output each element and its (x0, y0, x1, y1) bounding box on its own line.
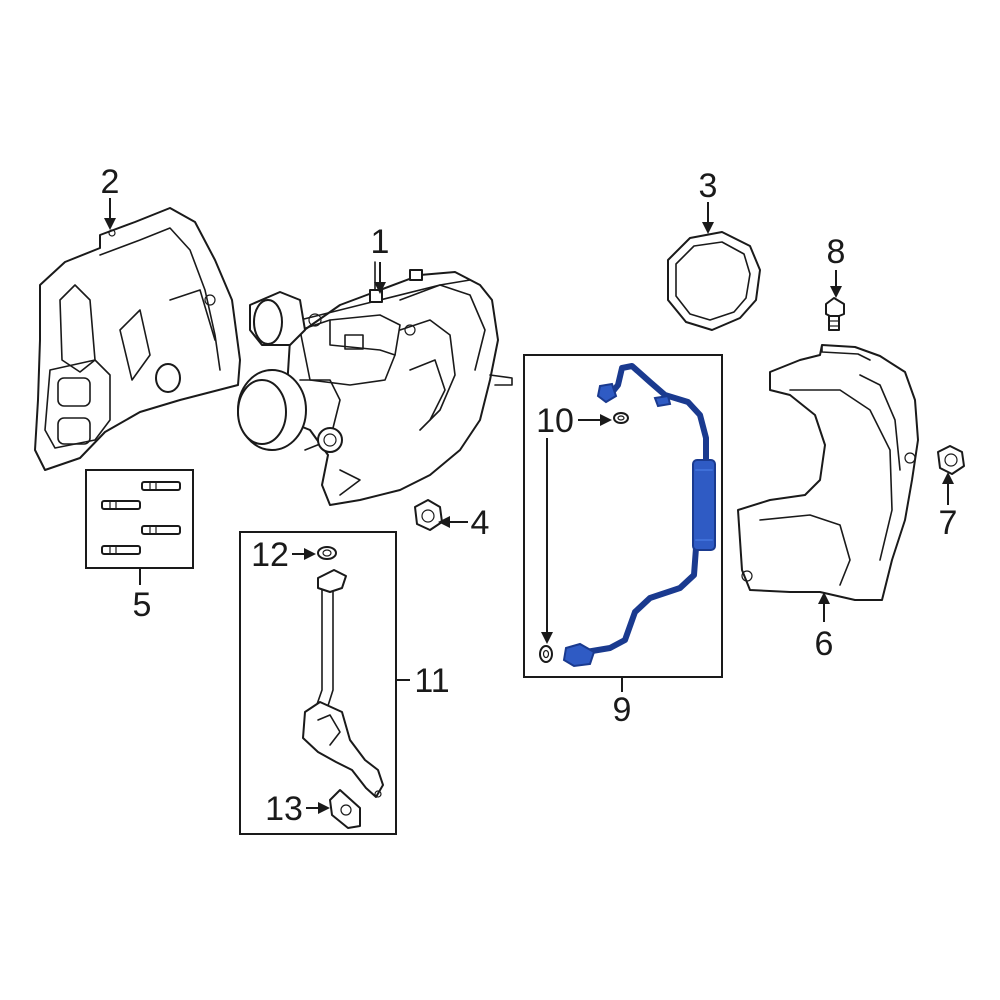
part-9-oil-feed-line[interactable] (562, 363, 716, 668)
callout-11[interactable]: 11 (414, 662, 449, 700)
part-10-washers[interactable] (539, 412, 629, 663)
callout-10[interactable]: 10 (536, 402, 574, 440)
part-6-heat-shield[interactable] (737, 344, 919, 601)
part-12-seal[interactable] (317, 546, 337, 560)
callout-4[interactable]: 4 (471, 504, 490, 542)
callout-6[interactable]: 6 (815, 625, 834, 663)
callout-3[interactable]: 3 (699, 167, 718, 205)
callout-labels: 1 2 3 4 5 6 7 8 9 10 11 12 13 (101, 163, 958, 828)
part-2-heat-shield[interactable] (34, 207, 241, 471)
callout-12[interactable]: 12 (251, 536, 289, 574)
callout-8[interactable]: 8 (827, 233, 846, 271)
part-11-oil-pipe[interactable] (302, 569, 384, 798)
callout-2[interactable]: 2 (101, 163, 120, 201)
part-13-gasket[interactable] (329, 789, 361, 829)
part-1-turbocharger[interactable] (237, 261, 513, 506)
part-4-nut[interactable] (414, 499, 443, 531)
callout-5[interactable]: 5 (133, 586, 152, 624)
part-3-gasket-ring[interactable] (667, 231, 761, 331)
part-7-nut[interactable] (937, 445, 965, 475)
part-8-bolt[interactable] (825, 297, 845, 331)
callout-1[interactable]: 1 (371, 223, 390, 261)
callout-13[interactable]: 13 (265, 790, 303, 828)
part-11-box (239, 531, 397, 835)
leader-lines (104, 198, 954, 814)
callout-7[interactable]: 7 (939, 504, 958, 542)
callout-9[interactable]: 9 (613, 691, 632, 729)
part-5-studs[interactable] (101, 481, 181, 555)
